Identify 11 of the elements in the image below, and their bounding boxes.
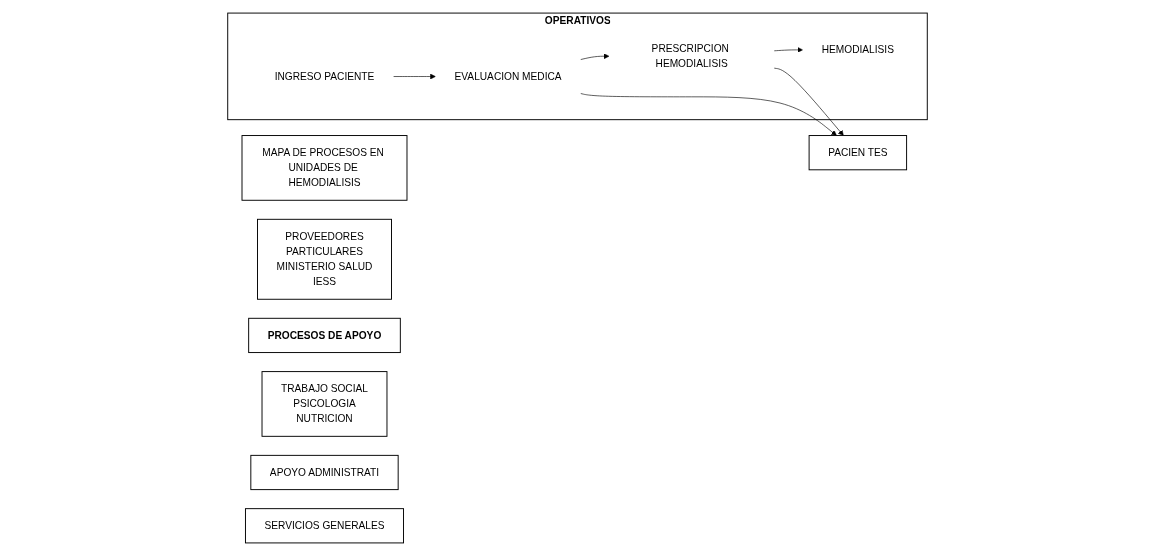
node-box: MAPA DE PROCESOS EN UNIDADES DE HEMODIALISIS: [241, 135, 408, 201]
node-box: PROCESOS DE APOYO: [248, 317, 401, 354]
node-box: APOYO ADMINISTRATI: [250, 454, 399, 491]
node-text: HEMODIALISIS: [821, 44, 894, 55]
node-box: TRABAJO SOCIAL PSICOLOGIA NUTRICION: [261, 371, 388, 437]
node-text: INGRESO PACIENTE: [274, 70, 375, 82]
node-text: PRESCRIPCION HEMODIALISIS: [651, 42, 729, 69]
node-box: PACIEN TES: [808, 135, 908, 171]
node-box: PROVEEDORES PARTICULARES MINISTERIO SALUD IESS: [257, 218, 392, 300]
node-text: EVALUACION MEDICA: [454, 70, 562, 82]
node-box: SERVICIOS GENERALES: [245, 508, 404, 544]
